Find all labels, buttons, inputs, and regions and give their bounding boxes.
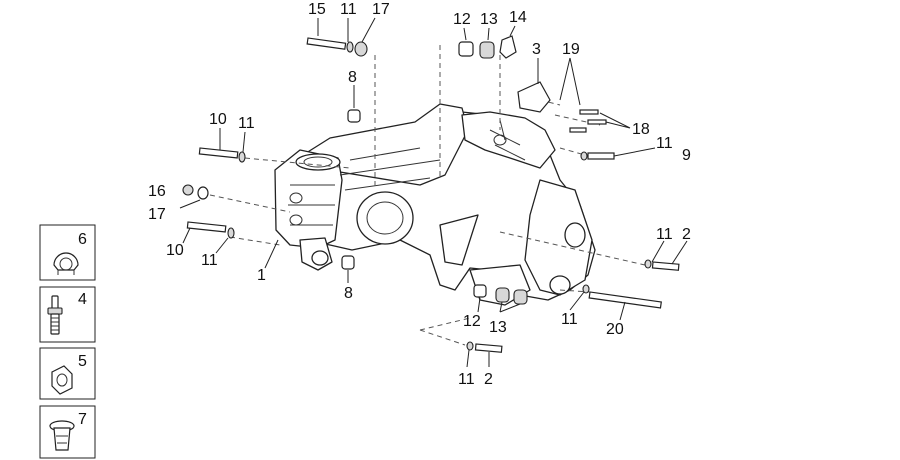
washer-11-left-lower bbox=[227, 227, 235, 239]
side-part-6: 6 bbox=[39, 224, 96, 281]
callout-8-lower: 8 bbox=[344, 285, 353, 302]
frame-center-cutout bbox=[356, 191, 414, 245]
nut-icon bbox=[51, 365, 73, 395]
bushing-12-top bbox=[458, 41, 474, 57]
steering-head-bore bbox=[303, 156, 333, 168]
steering-head-top bbox=[295, 153, 341, 171]
head-bolt-hole-a bbox=[289, 192, 303, 204]
pivot-hole-lower bbox=[549, 275, 571, 295]
bolt-9 bbox=[587, 152, 615, 160]
callout-17: 17 bbox=[372, 1, 390, 18]
bolt-18 bbox=[569, 127, 587, 133]
callout-11-right-lower: 11 bbox=[656, 226, 673, 243]
bolt-2-right bbox=[651, 261, 680, 271]
frame-center-cutout-inner bbox=[366, 201, 404, 235]
callout-9: 9 bbox=[682, 147, 691, 164]
callout-14: 14 bbox=[509, 9, 527, 26]
callout-8: 8 bbox=[348, 69, 357, 86]
frame-rib-lines bbox=[339, 147, 441, 191]
washer-11-top bbox=[346, 41, 354, 53]
side-parts-panel: 6 4 5 bbox=[39, 224, 96, 459]
callout-11-bottom: 11 bbox=[458, 371, 475, 388]
bracket-3 bbox=[517, 81, 551, 113]
spacer-8-top bbox=[347, 109, 361, 123]
callout-11: 11 bbox=[340, 1, 357, 18]
bushing-13-lower-a bbox=[495, 287, 510, 303]
bolt-10-upper bbox=[198, 147, 239, 159]
callout-13: 13 bbox=[480, 11, 498, 28]
callout-1: 1 bbox=[257, 267, 266, 284]
bolt-10-lower bbox=[186, 221, 227, 233]
bushing-12-lower bbox=[473, 284, 487, 298]
front-lower-lug-hole bbox=[311, 250, 329, 266]
frame-rear-bracket bbox=[461, 111, 556, 169]
washer-11-pivot bbox=[582, 284, 590, 294]
callout-11-pivot: 11 bbox=[561, 311, 578, 328]
side-part-6-number: 6 bbox=[78, 231, 87, 248]
callout-15: 15 bbox=[308, 1, 326, 18]
callout-2-right: 2 bbox=[682, 226, 691, 243]
head-bolt-hole-b bbox=[289, 214, 303, 226]
frame-pivot-plate bbox=[524, 179, 593, 296]
callout-12: 12 bbox=[453, 11, 471, 28]
bolt-2-bottom bbox=[474, 343, 503, 353]
bushing-14-top bbox=[499, 35, 517, 59]
rivet-nut-icon bbox=[49, 420, 75, 451]
clamp-ring-icon bbox=[53, 252, 79, 275]
bushing-13-top bbox=[479, 41, 495, 59]
pivot-bolt-20 bbox=[588, 291, 662, 309]
callout-2-bottom: 2 bbox=[484, 371, 493, 388]
side-part-5: 5 bbox=[39, 347, 96, 400]
washer-11-left-upper bbox=[238, 151, 246, 163]
washer-11-right-lower bbox=[644, 259, 652, 269]
rear-bracket-hole bbox=[493, 134, 507, 146]
callout-12-lower: 12 bbox=[463, 313, 481, 330]
pivot-hole-upper bbox=[564, 222, 586, 248]
side-part-7: 7 bbox=[39, 405, 96, 459]
frame-truss-triangle bbox=[439, 214, 479, 266]
washer-17-left bbox=[197, 186, 209, 200]
side-part-4: 4 bbox=[39, 286, 96, 343]
callout-16: 16 bbox=[148, 183, 166, 200]
side-part-7-number: 7 bbox=[78, 411, 87, 428]
leader-lines bbox=[179, 17, 688, 368]
bolt-15 bbox=[306, 37, 347, 50]
callout-labels: 15 11 17 8 12 13 14 3 19 18 11 9 10 11 1… bbox=[148, 1, 691, 388]
callout-19: 19 bbox=[562, 41, 580, 58]
washer-11-bottom bbox=[466, 341, 474, 351]
nut-16 bbox=[182, 184, 194, 196]
callout-11-left-lower: 11 bbox=[201, 252, 218, 269]
callout-3: 3 bbox=[532, 41, 541, 58]
side-part-5-number: 5 bbox=[78, 353, 87, 370]
frame-assembly bbox=[274, 103, 596, 306]
bolt-19b bbox=[587, 119, 607, 125]
washer-11-right bbox=[580, 151, 588, 161]
bolt-19a bbox=[579, 109, 599, 115]
callout-11-left-upper: 11 bbox=[238, 115, 255, 132]
spacer-8-lower bbox=[341, 255, 355, 270]
callout-10-lower: 10 bbox=[166, 242, 184, 259]
callout-20: 20 bbox=[606, 321, 624, 338]
callout-10-upper: 10 bbox=[209, 111, 227, 128]
fasteners bbox=[182, 35, 680, 353]
callout-11-right: 11 bbox=[656, 135, 673, 152]
threaded-insert-icon bbox=[47, 295, 63, 335]
nut-17-top bbox=[354, 41, 368, 57]
callout-17-left: 17 bbox=[148, 206, 166, 223]
bushing-13-lower-b bbox=[513, 289, 528, 305]
callout-18: 18 bbox=[632, 121, 650, 138]
side-part-4-number: 4 bbox=[78, 291, 87, 308]
callout-13-lower: 13 bbox=[489, 319, 507, 336]
